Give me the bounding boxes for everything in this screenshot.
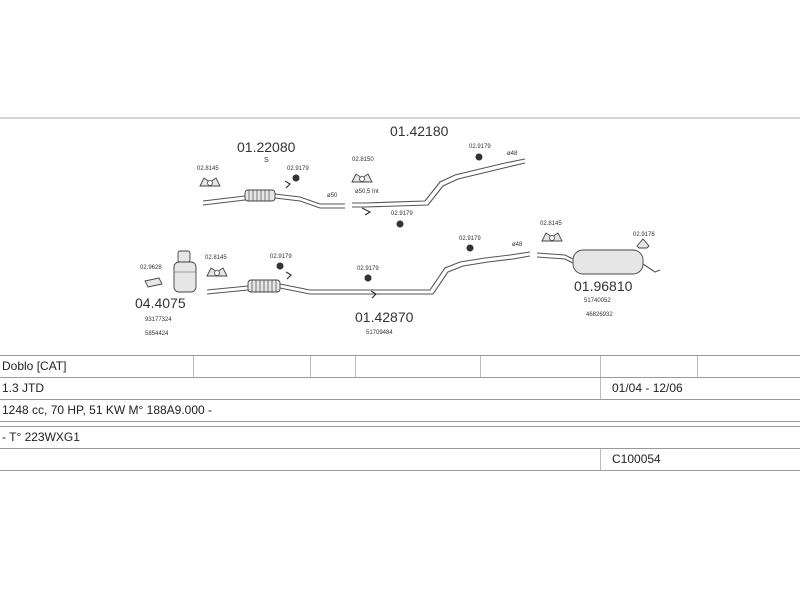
table-row: - T° 223WXG1 [0,427,800,449]
table-divider [355,356,356,377]
engine-label: 1.3 JTD [2,381,45,395]
rubber-mount-icon[interactable] [636,238,650,249]
table-divider [480,356,481,377]
part-sub-label: S [264,157,269,164]
part-code-01-96810: 01.96810 [574,278,633,294]
fitting-code-02-9179-f: 02.9179 [459,236,481,242]
part-code-04-4075: 04.4075 [135,295,186,311]
bolt-part-4 [370,290,377,299]
table-divider [697,356,698,377]
gasket-icon-5[interactable] [541,232,563,242]
gasket-icon-3[interactable] [144,277,163,288]
fitting-code-02-9179-b: 02.9179 [391,211,413,217]
gasket-icon-4[interactable] [206,267,228,277]
production-dates: 01/04 - 12/06 [612,381,683,395]
rear-silencer-part[interactable] [536,249,661,275]
fitting-code-02-8150: 02.8150 [352,157,374,163]
part-ref-51709484: 51709484 [366,330,393,336]
table-divider [193,356,194,377]
mid-pipe-lower-assembly[interactable] [206,251,531,299]
vehicle-type: - T° 223WXG1 [2,430,80,444]
system-code: C100054 [612,452,661,466]
bolt-part-2 [361,207,372,216]
part-code-01-22080: 01.22080 [237,139,296,155]
dimension-d2: ø50,5 Int [355,189,379,195]
table-row: C100054 [0,449,800,471]
fitting-code-02-9179-d: 02.9179 [270,254,292,260]
table-divider [310,356,311,377]
part-code-01-42870: 01.42870 [355,309,414,325]
bolt-part-3 [285,271,292,280]
dimension-d4: ø48 [512,242,523,248]
dimension-d1: ø50 [327,193,338,199]
table-divider [600,378,601,399]
clamp-icon-5[interactable] [364,274,372,282]
vehicle-model: Doblo [CAT] [2,359,67,373]
part-ref-5854424: 5854424 [145,331,169,337]
part-ref-46826932: 46826932 [586,312,613,318]
bolt-part [284,180,291,189]
fitting-code-02-9628: 02.9628 [140,265,162,271]
fitting-code-02-9179-e: 02.9179 [357,266,379,272]
table-spacer [0,422,800,427]
table-row: 1248 cc, 70 HP, 51 KW M° 188A9.000 - [0,400,800,422]
front-pipe-assembly[interactable] [202,180,345,209]
fitting-code-02-8145-right: 02.8145 [540,221,562,227]
table-divider [600,356,601,377]
clamp-icon-3[interactable] [475,153,483,161]
mid-pipe-upper-assembly[interactable] [352,158,526,216]
flex-joint-part [244,189,276,202]
fitting-code-02-9176: 02.9176 [633,232,655,238]
vehicle-info-table: Doblo [CAT] 1.3 JTD 01/04 - 12/06 1248 c… [0,355,800,471]
fitting-code-02-9179-c: 02.9179 [469,144,491,150]
fitting-code-02-8145-lower: 02.8145 [205,255,227,261]
gasket-icon[interactable] [199,177,221,187]
clamp-icon-6[interactable] [466,244,474,252]
table-divider [600,449,601,470]
clamp-icon-2[interactable] [396,220,404,228]
clamp-icon-4[interactable] [276,262,284,270]
table-row: Doblo [CAT] [0,355,800,378]
dimension-d3: ø48 [507,151,518,157]
fitting-code-02-8145-top: 02.8145 [197,166,219,172]
fitting-code-02-9179-a: 02.9179 [287,166,309,172]
gasket-icon-2[interactable] [351,173,373,183]
engine-spec: 1248 cc, 70 HP, 51 KW M° 188A9.000 - [2,403,213,417]
part-code-01-42180: 01.42180 [390,123,449,139]
clamp-icon[interactable] [292,174,300,182]
table-row: 1.3 JTD 01/04 - 12/06 [0,378,800,400]
catalytic-converter-part[interactable] [173,250,197,293]
part-ref-93177324: 93177324 [145,317,172,323]
part-ref-51740052: 51740052 [584,298,611,304]
